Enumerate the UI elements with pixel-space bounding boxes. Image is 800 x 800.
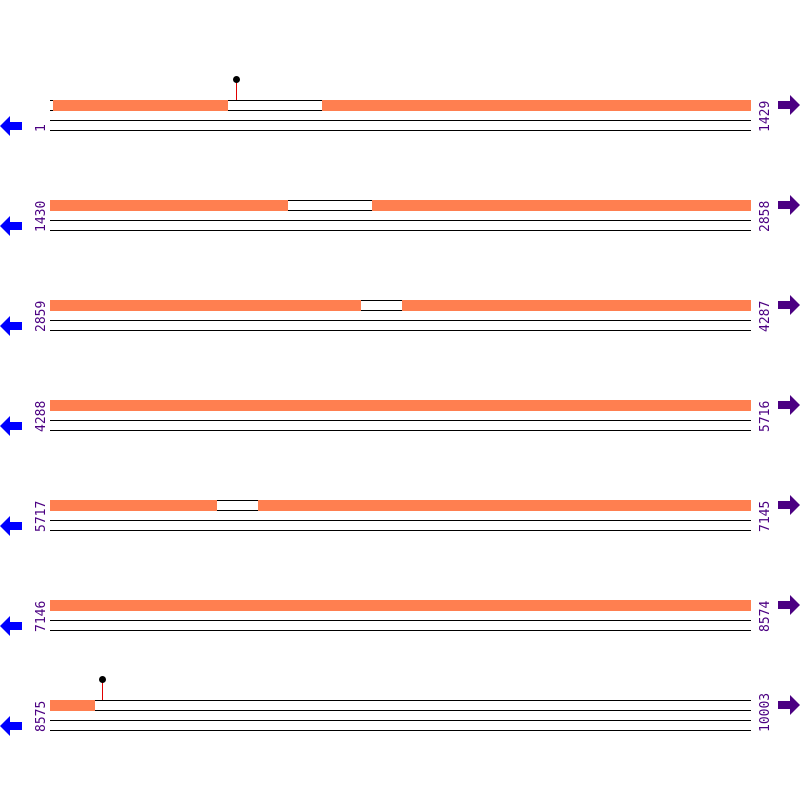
- feature-segment: [50, 600, 751, 611]
- left-arrow-icon[interactable]: [0, 216, 22, 236]
- left-arrow-icon[interactable]: [0, 116, 22, 136]
- track-line: [50, 730, 751, 731]
- feature-segment: [402, 300, 751, 311]
- right-arrow-icon[interactable]: [778, 195, 800, 215]
- gap-region: [361, 300, 402, 311]
- feature-segment: [53, 100, 228, 111]
- track-line: [50, 320, 751, 321]
- feature-segment: [50, 700, 95, 711]
- right-arrow-icon[interactable]: [778, 695, 800, 715]
- right-arrow-icon[interactable]: [778, 495, 800, 515]
- track-line: [50, 120, 751, 121]
- feature-segment: [50, 300, 361, 311]
- marker-head: [233, 76, 240, 83]
- track-line: [50, 130, 751, 131]
- track-line: [50, 720, 751, 721]
- left-arrow-icon[interactable]: [0, 316, 22, 336]
- gap-region: [228, 100, 322, 111]
- track-line: [50, 620, 751, 621]
- left-arrow-icon[interactable]: [0, 616, 22, 636]
- track-line: [50, 530, 751, 531]
- left-arrow-icon[interactable]: [0, 416, 22, 436]
- feature-segment: [258, 500, 751, 511]
- gap-region: [288, 200, 372, 211]
- marker-head: [99, 676, 106, 683]
- feature-segment: [322, 100, 751, 111]
- gap-region: [217, 500, 258, 511]
- track-line: [50, 230, 751, 231]
- track-line: [50, 630, 751, 631]
- marker-stem: [102, 680, 103, 700]
- track-line: [50, 430, 751, 431]
- track-tick: [50, 100, 53, 101]
- right-arrow-icon[interactable]: [778, 95, 800, 115]
- gap-region: [95, 700, 751, 711]
- track-line: [50, 220, 751, 221]
- feature-segment: [372, 200, 751, 211]
- row-end-label: 10003: [758, 692, 773, 732]
- feature-segment: [50, 500, 217, 511]
- track-tick: [50, 110, 53, 111]
- marker-stem: [236, 80, 237, 100]
- track-line: [50, 420, 751, 421]
- track-line: [50, 520, 751, 521]
- right-arrow-icon[interactable]: [778, 295, 800, 315]
- feature-segment: [50, 400, 751, 411]
- right-arrow-icon[interactable]: [778, 395, 800, 415]
- feature-segment: [50, 200, 288, 211]
- track-line: [50, 330, 751, 331]
- right-arrow-icon[interactable]: [778, 595, 800, 615]
- left-arrow-icon[interactable]: [0, 716, 22, 736]
- row-start-label: 8575: [34, 700, 49, 732]
- left-arrow-icon[interactable]: [0, 516, 22, 536]
